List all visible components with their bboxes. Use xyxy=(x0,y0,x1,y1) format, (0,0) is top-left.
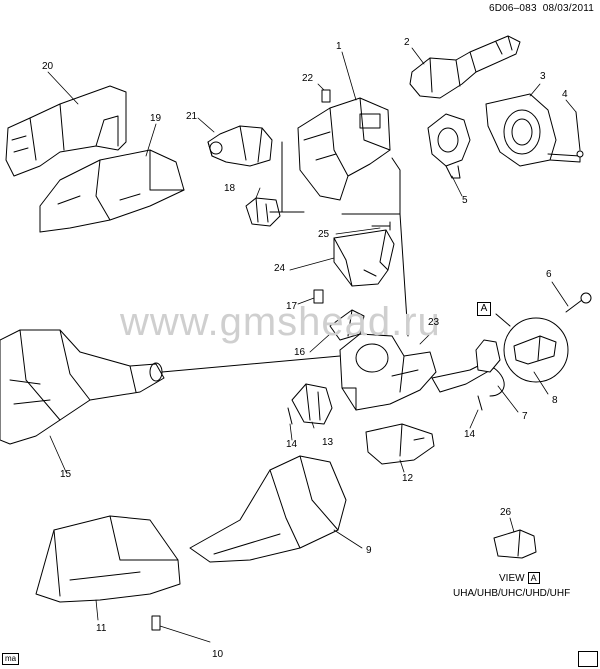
part-13-switch xyxy=(291,383,333,425)
part-17-screw xyxy=(313,289,324,304)
part-14-screws xyxy=(287,395,483,425)
callout-14a: 14 xyxy=(286,439,298,450)
part-19-lower-cover xyxy=(39,149,185,233)
part-6-key xyxy=(565,292,592,313)
callout-6: 6 xyxy=(546,269,552,280)
part-11-trim-panel xyxy=(35,515,181,603)
part-23-lock-housing xyxy=(339,333,437,411)
part-24-bracket xyxy=(333,229,395,287)
leader-lines xyxy=(47,47,577,643)
view-label: VIEW xyxy=(499,573,525,584)
gm-logo xyxy=(578,651,598,667)
part-26-connector xyxy=(493,529,537,559)
callout-5: 5 xyxy=(462,195,468,206)
callout-15: 15 xyxy=(60,469,72,480)
part-7-harness xyxy=(431,339,505,397)
callout-23: 23 xyxy=(428,317,440,328)
callout-10: 10 xyxy=(212,649,224,660)
callout-25: 25 xyxy=(318,229,330,240)
callout-7: 7 xyxy=(522,411,528,422)
callout-19: 19 xyxy=(150,113,162,124)
callout-14b: 14 xyxy=(464,429,476,440)
part-3-clockspring xyxy=(485,93,581,167)
part-25-screw xyxy=(371,221,391,231)
callout-4: 4 xyxy=(562,89,568,100)
part-15-steering-column xyxy=(0,329,165,445)
alignment-line xyxy=(161,213,409,373)
part-5-angle-sensor xyxy=(427,113,471,179)
callout-26: 26 xyxy=(500,507,512,518)
part-1-switch-housing xyxy=(297,97,391,201)
footer-tag: ma xyxy=(2,653,20,665)
diagram-code: 6D06–083 xyxy=(488,3,537,14)
view-a-reference-box: A xyxy=(477,302,491,316)
callout-20: 20 xyxy=(42,61,54,72)
callout-3: 3 xyxy=(540,71,546,82)
model-codes: UHA/UHB/UHC/UHD/UHF xyxy=(453,588,571,599)
part-16-clip xyxy=(329,309,365,341)
assembly-bracket-lines xyxy=(269,141,401,215)
callout-12: 12 xyxy=(402,473,414,484)
diagram-header: 6D06–083 08/03/2011 xyxy=(489,3,594,14)
callout-11: 11 xyxy=(96,623,107,634)
callout-18: 18 xyxy=(224,183,236,194)
diagram-date: 08/03/2011 xyxy=(542,3,594,14)
callout-17: 17 xyxy=(286,301,298,312)
part-20-upper-cover xyxy=(5,85,127,177)
callout-1: 1 xyxy=(336,41,342,52)
view-ref-box: A xyxy=(527,572,540,584)
part-10-fastener xyxy=(151,615,161,631)
callout-9: 9 xyxy=(366,545,372,556)
part-22-screw xyxy=(321,89,331,103)
callout-8: 8 xyxy=(552,395,558,406)
part-4-screw xyxy=(575,111,584,158)
view-a-detail xyxy=(495,313,569,383)
callout-22: 22 xyxy=(302,73,314,84)
part-21-switch xyxy=(207,125,273,167)
part-12-module xyxy=(365,423,435,465)
callout-13: 13 xyxy=(322,437,334,448)
callout-24: 24 xyxy=(274,263,286,274)
callout-16: 16 xyxy=(294,347,306,358)
part-2-stalk-switch xyxy=(409,35,521,99)
part-9-bolster-panel xyxy=(189,455,347,563)
callout-2: 2 xyxy=(404,37,410,48)
callout-21: 21 xyxy=(186,111,198,122)
